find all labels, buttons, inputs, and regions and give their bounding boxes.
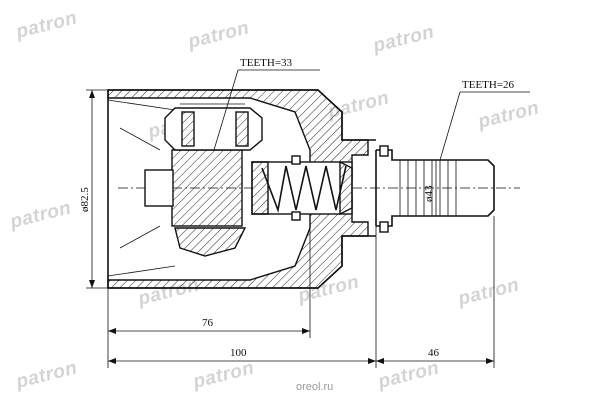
- watermark-text: patron: [370, 21, 436, 57]
- snap-ring: [379, 221, 389, 233]
- arrow-head: [108, 328, 116, 334]
- watermark-text: patron: [13, 7, 79, 43]
- leader-teeth-right: [439, 91, 461, 161]
- watermark-text: patron: [455, 274, 521, 310]
- arrow-head: [376, 358, 384, 364]
- input-stub: [144, 169, 174, 207]
- roller-lower: [174, 227, 247, 257]
- teeth-right-label: TEETH=26: [462, 79, 515, 91]
- watermark-text: patron: [13, 357, 79, 393]
- watermark-text: patron: [375, 357, 441, 393]
- watermark-text: patron: [7, 197, 73, 233]
- spring-retainer: [291, 211, 301, 221]
- leader-teeth-left: [213, 69, 239, 151]
- snap-ring: [379, 145, 389, 157]
- watermark-text: patron: [185, 17, 251, 53]
- arrow-head: [89, 90, 95, 98]
- roller-upper-bearing: [181, 111, 195, 147]
- output-shaft: [375, 149, 495, 227]
- tulip-cavity: [107, 99, 176, 277]
- watermark-text: patron: [190, 357, 256, 393]
- spring-retainer: [291, 155, 301, 165]
- teeth-left-label: TEETH=33: [240, 57, 293, 69]
- shaft-spline: [399, 160, 457, 216]
- spring-coil: [261, 165, 347, 213]
- arrow-head: [486, 358, 494, 364]
- arrow-head: [302, 328, 310, 334]
- arrow-head: [108, 358, 116, 364]
- tripod-spider: [171, 149, 243, 227]
- spring-cup: [251, 161, 269, 215]
- dia-shaft-label: ø43: [423, 185, 435, 202]
- dim-46-label: 46: [428, 347, 440, 359]
- spring-cup-right: [339, 160, 353, 216]
- dia-outer-label: ø82.5: [79, 187, 91, 212]
- dim-100-label: 100: [230, 347, 247, 359]
- arrow-head: [368, 358, 376, 364]
- site-watermark: oreol.ru: [296, 381, 333, 393]
- watermark-text: patron: [475, 97, 541, 133]
- housing-outline: [107, 89, 376, 289]
- dim-76-label: 76: [202, 317, 214, 329]
- arrow-head: [89, 280, 95, 288]
- roller-upper-bearing: [235, 111, 249, 147]
